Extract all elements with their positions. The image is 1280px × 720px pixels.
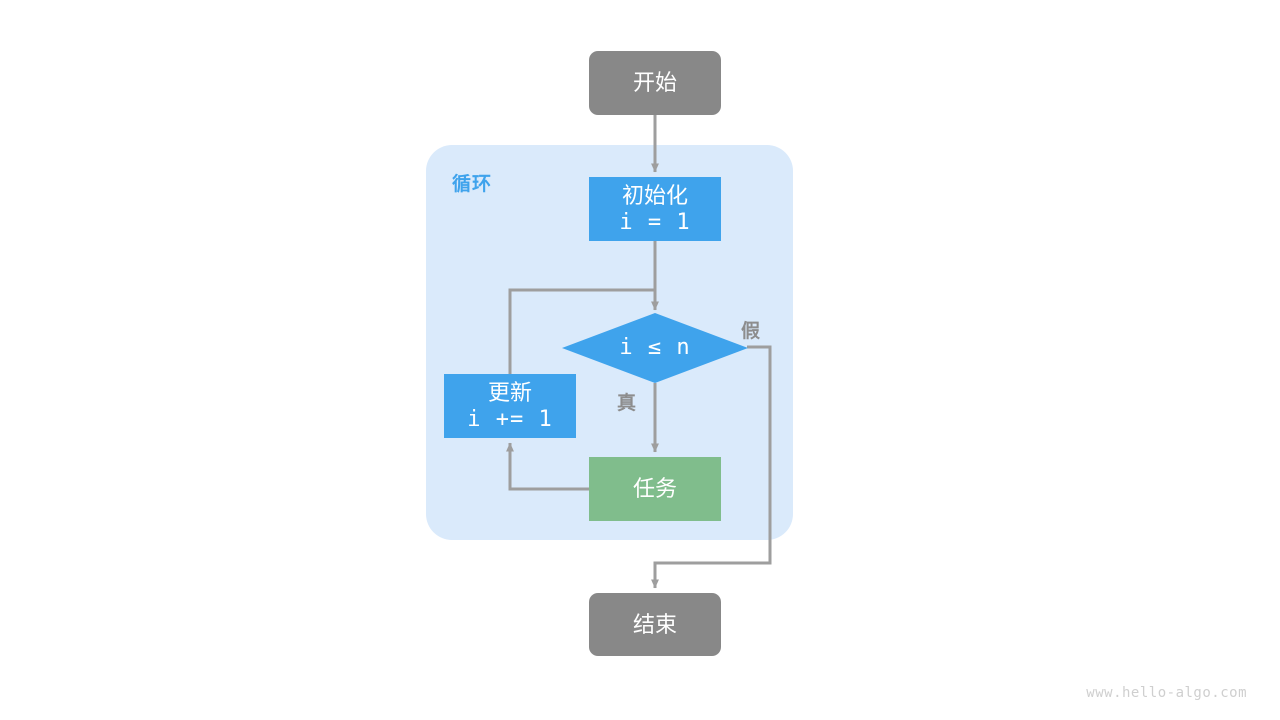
watermark: www.hello-algo.com [1086, 685, 1247, 701]
edge-label-true: 真 [617, 393, 637, 414]
node-task-shape[interactable] [589, 457, 721, 521]
node-end-shape[interactable] [589, 593, 721, 656]
node-init-shape[interactable] [589, 177, 721, 241]
loop-container-label: 循环 [452, 174, 493, 195]
node-start-shape[interactable] [589, 51, 721, 115]
edge-condition-to-end [651, 345, 772, 589]
edge-update-to-condition [508, 288, 655, 374]
node-update-shape[interactable] [444, 374, 576, 438]
node-condition-shape[interactable] [562, 313, 748, 383]
edge-label-false: 假 [741, 321, 761, 342]
edge-task-to-update [506, 442, 589, 491]
